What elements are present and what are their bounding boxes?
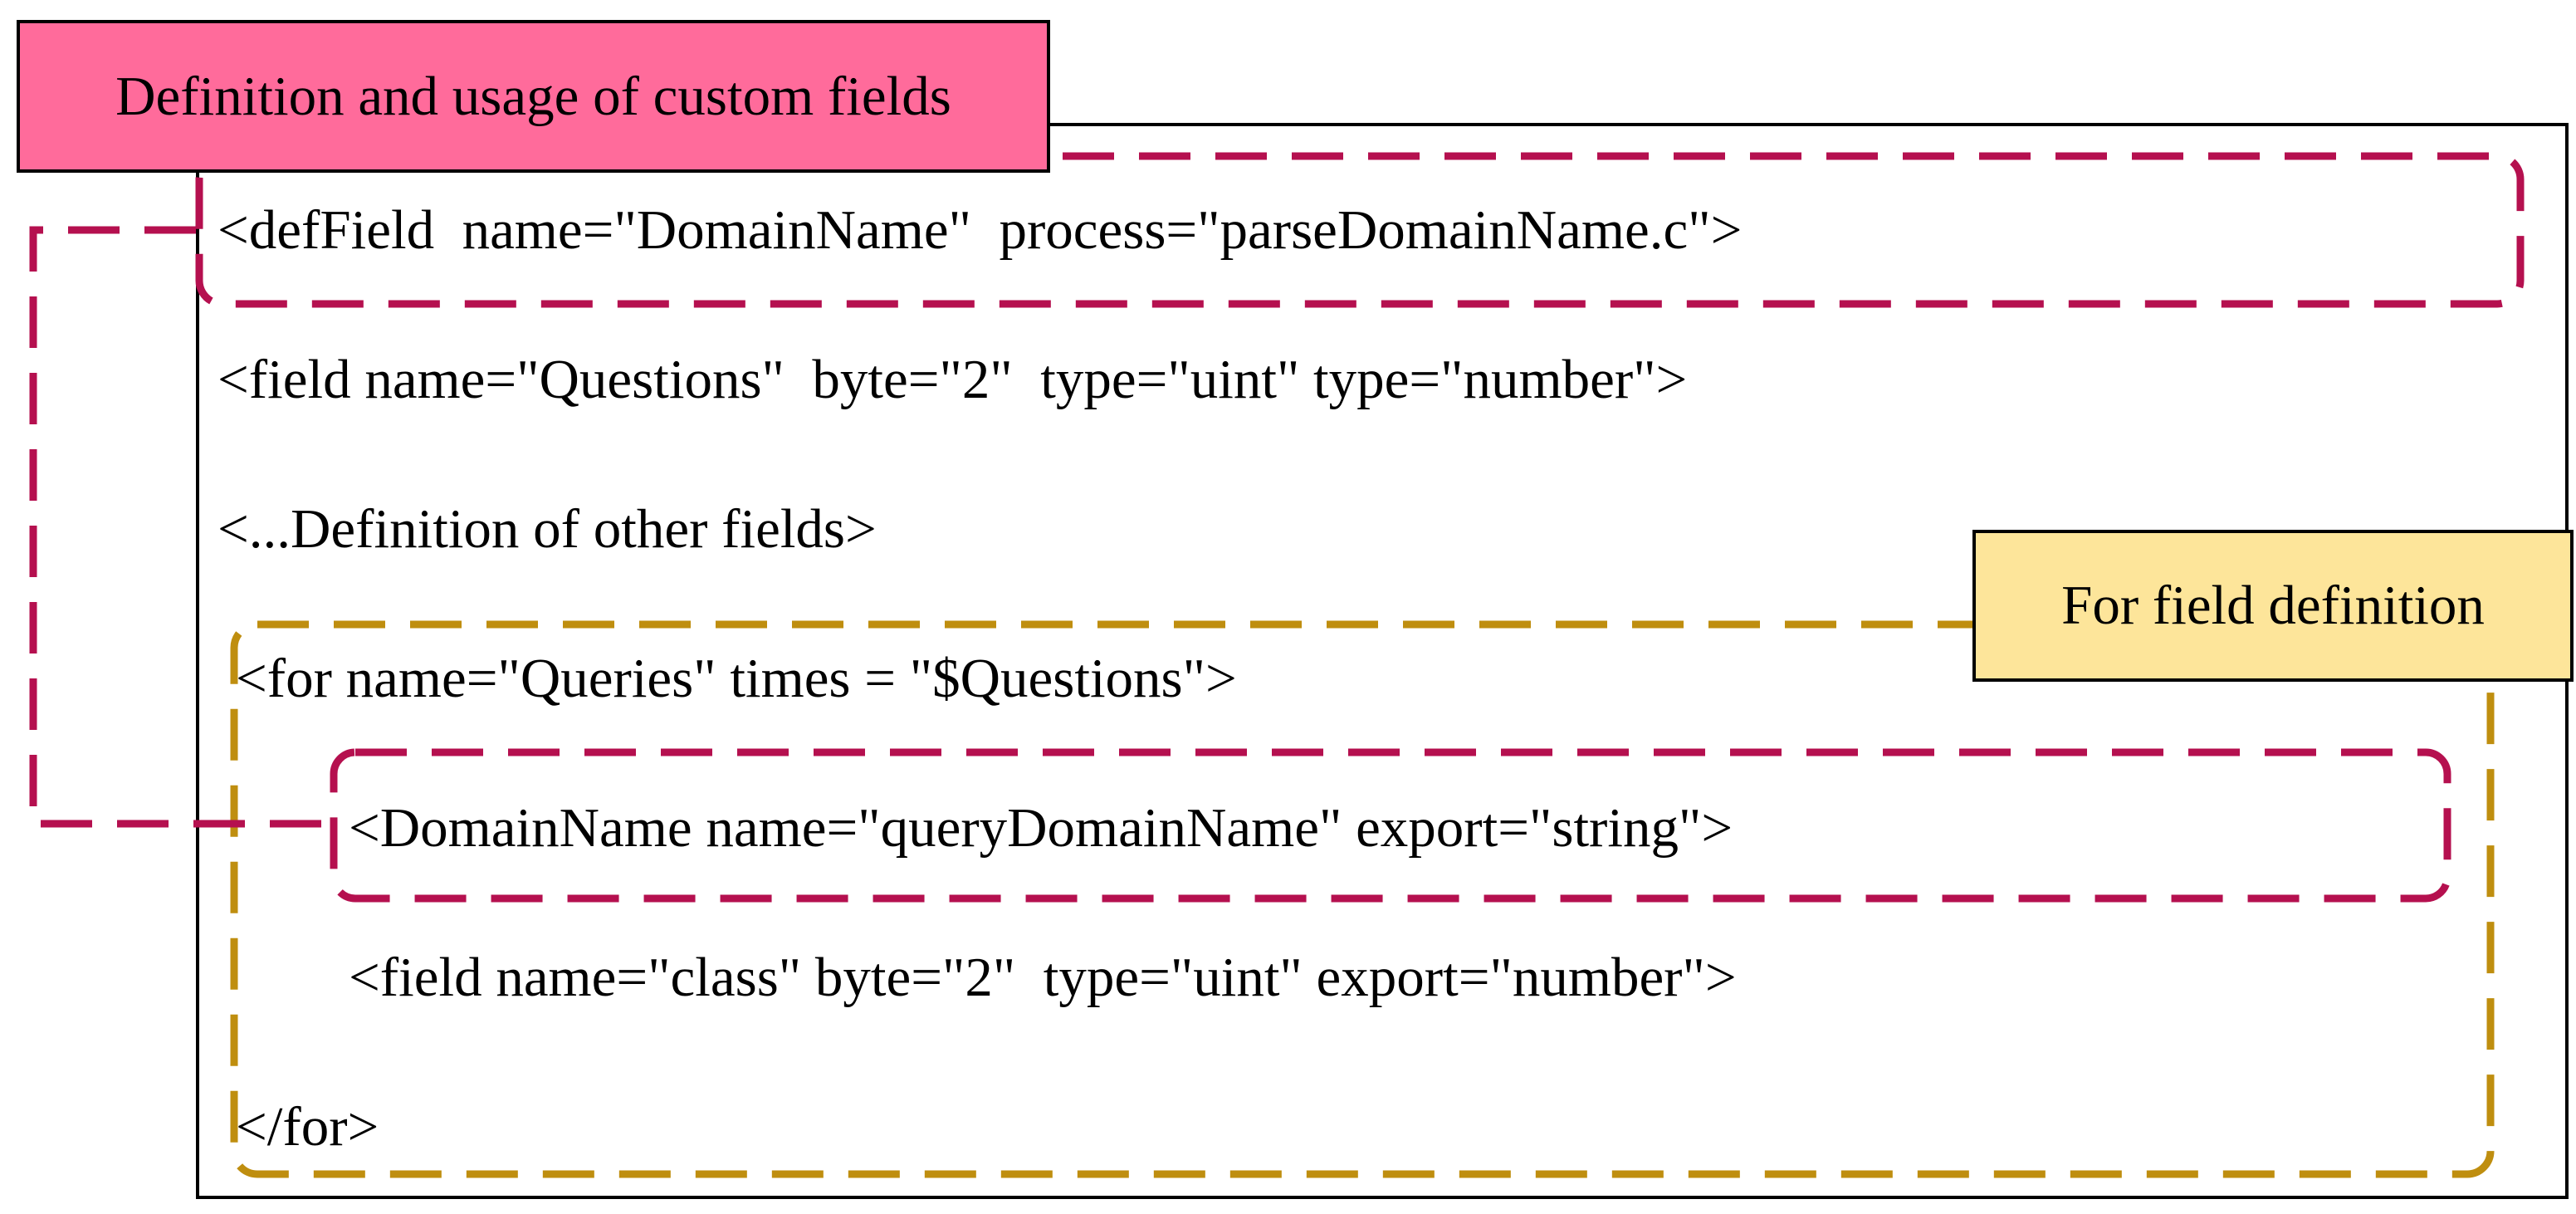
definition-usage-connector xyxy=(29,226,332,828)
code-line-domainname-usage: <DomainName name="queryDomainName" expor… xyxy=(349,797,1733,859)
for-definition-label: For field definition xyxy=(1972,530,2574,682)
title-label: Definition and usage of custom fields xyxy=(17,20,1050,173)
code-line-for-close: </for> xyxy=(236,1096,379,1158)
code-line-deffield: <defField name="DomainName" process="par… xyxy=(218,199,1743,261)
for-loop-box xyxy=(230,620,2495,1178)
code-line-class-field: <field name="class" byte="2" type="uint"… xyxy=(349,947,1737,1008)
code-line-other-fields: <...Definition of other fields> xyxy=(218,498,877,560)
code-line-questions-field: <field name="Questions" byte="2" type="u… xyxy=(218,349,1688,410)
code-line-for-open: <for name="Queries" times = "$Questions"… xyxy=(236,648,1237,709)
custom-field-usage-box xyxy=(330,748,2451,903)
